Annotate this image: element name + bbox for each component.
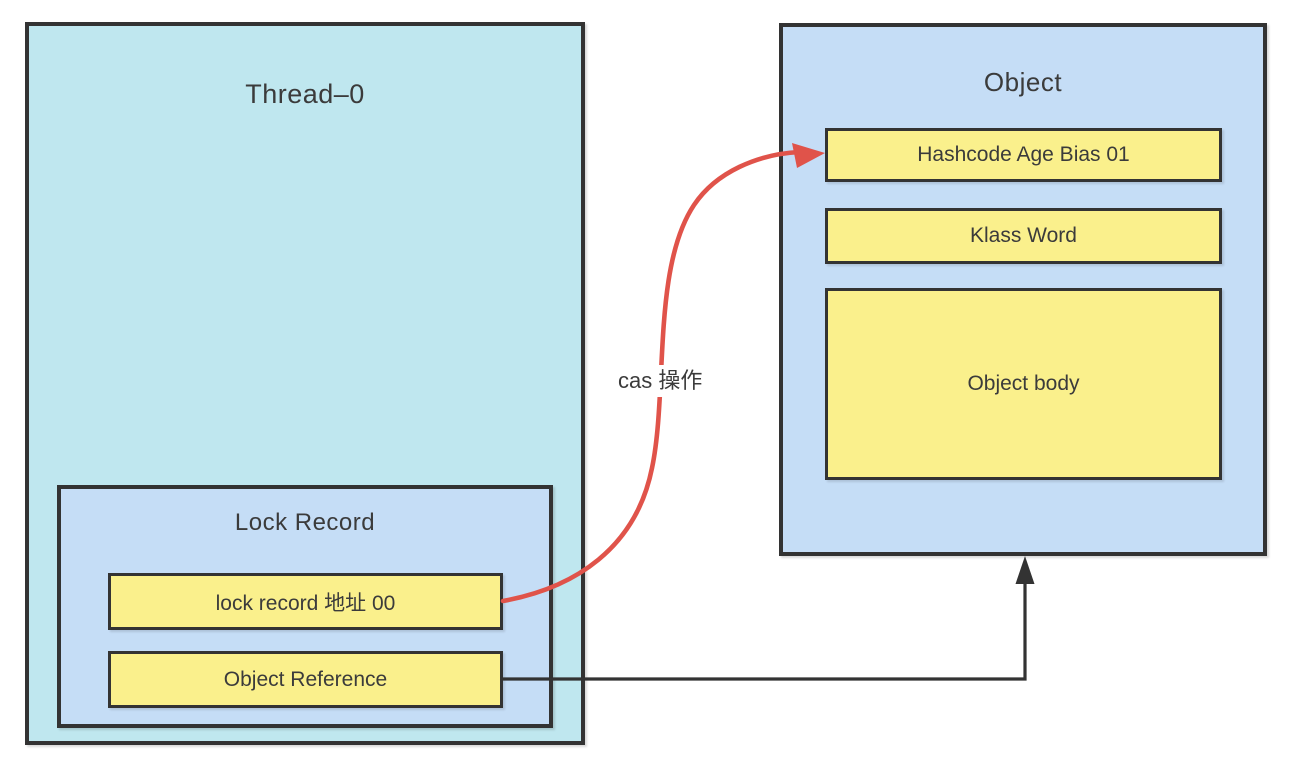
thread-title: Thread–0	[245, 79, 365, 109]
object-body-field: Object body	[825, 288, 1222, 480]
object-box: Object Hashcode Age Bias 01 Klass Word O…	[779, 23, 1267, 556]
lock-record-box: Lock Record lock record 地址 00 Object Ref…	[57, 485, 553, 728]
object-title: Object	[983, 67, 1063, 97]
lock-record-title: Lock Record	[234, 509, 376, 536]
klass-word-field: Klass Word	[825, 208, 1222, 264]
lock-record-address-field: lock record 地址 00	[108, 573, 503, 630]
object-reference-label: Object Reference	[223, 667, 388, 691]
object-body-label: Object body	[967, 372, 1080, 395]
klass-word-label: Klass Word	[970, 224, 1077, 247]
mark-word-label: Hashcode Age Bias 01	[917, 143, 1130, 166]
lock-record-address-label: lock record 地址 00	[215, 591, 396, 615]
cas-operation-label: cas 操作	[612, 365, 709, 397]
mark-word-field: Hashcode Age Bias 01	[825, 128, 1222, 182]
object-reference-field: Object Reference	[108, 651, 503, 708]
